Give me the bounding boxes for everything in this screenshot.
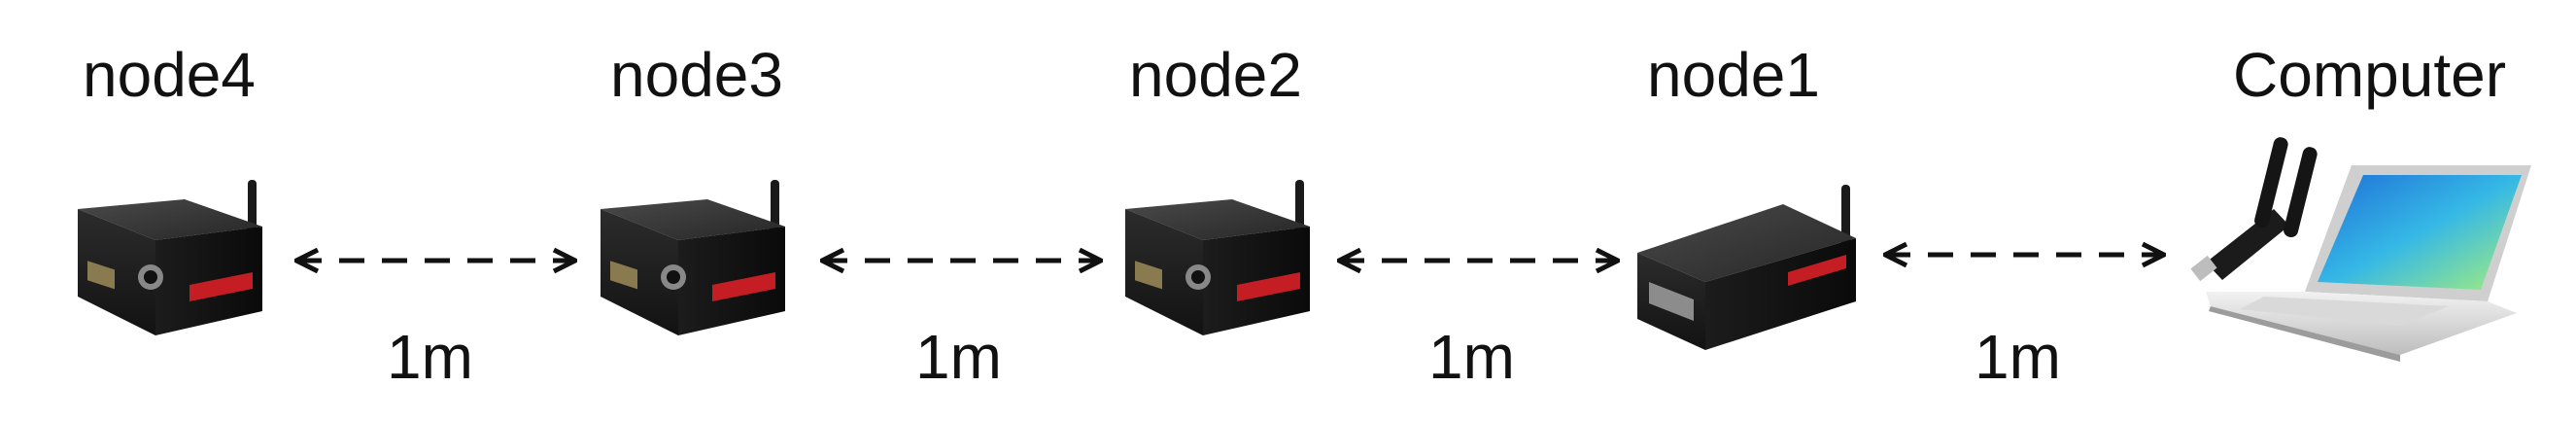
node3-label: node3 [610,40,783,110]
usb-wifi-adapter-image [2190,137,2318,282]
link-1-computer-distance: 1m [1975,322,2061,392]
laptop-keyboard [2240,297,2449,326]
node4-device-image [78,180,262,335]
node4-label: node4 [83,40,256,110]
brand-label [189,272,253,301]
laptop-image [2206,165,2531,362]
brand-label [712,272,775,301]
link-4-3-distance: 1m [387,322,473,392]
node2-label: node2 [1129,40,1302,110]
node1-device-image [1637,185,1856,350]
brand-label [1788,255,1846,286]
brand-label [1237,272,1300,301]
node2-device-image [1125,180,1310,335]
node1-label: node1 [1647,40,1820,110]
antenna-icon [2284,147,2318,238]
antenna-icon [2254,137,2288,228]
link-3-2-distance: 1m [915,322,1002,392]
link-2-1-distance: 1m [1428,322,1515,392]
computer-label: Computer [2233,40,2506,110]
db9-connector [1649,282,1694,321]
node3-device-image [601,180,785,335]
laptop-screen [2318,175,2522,290]
